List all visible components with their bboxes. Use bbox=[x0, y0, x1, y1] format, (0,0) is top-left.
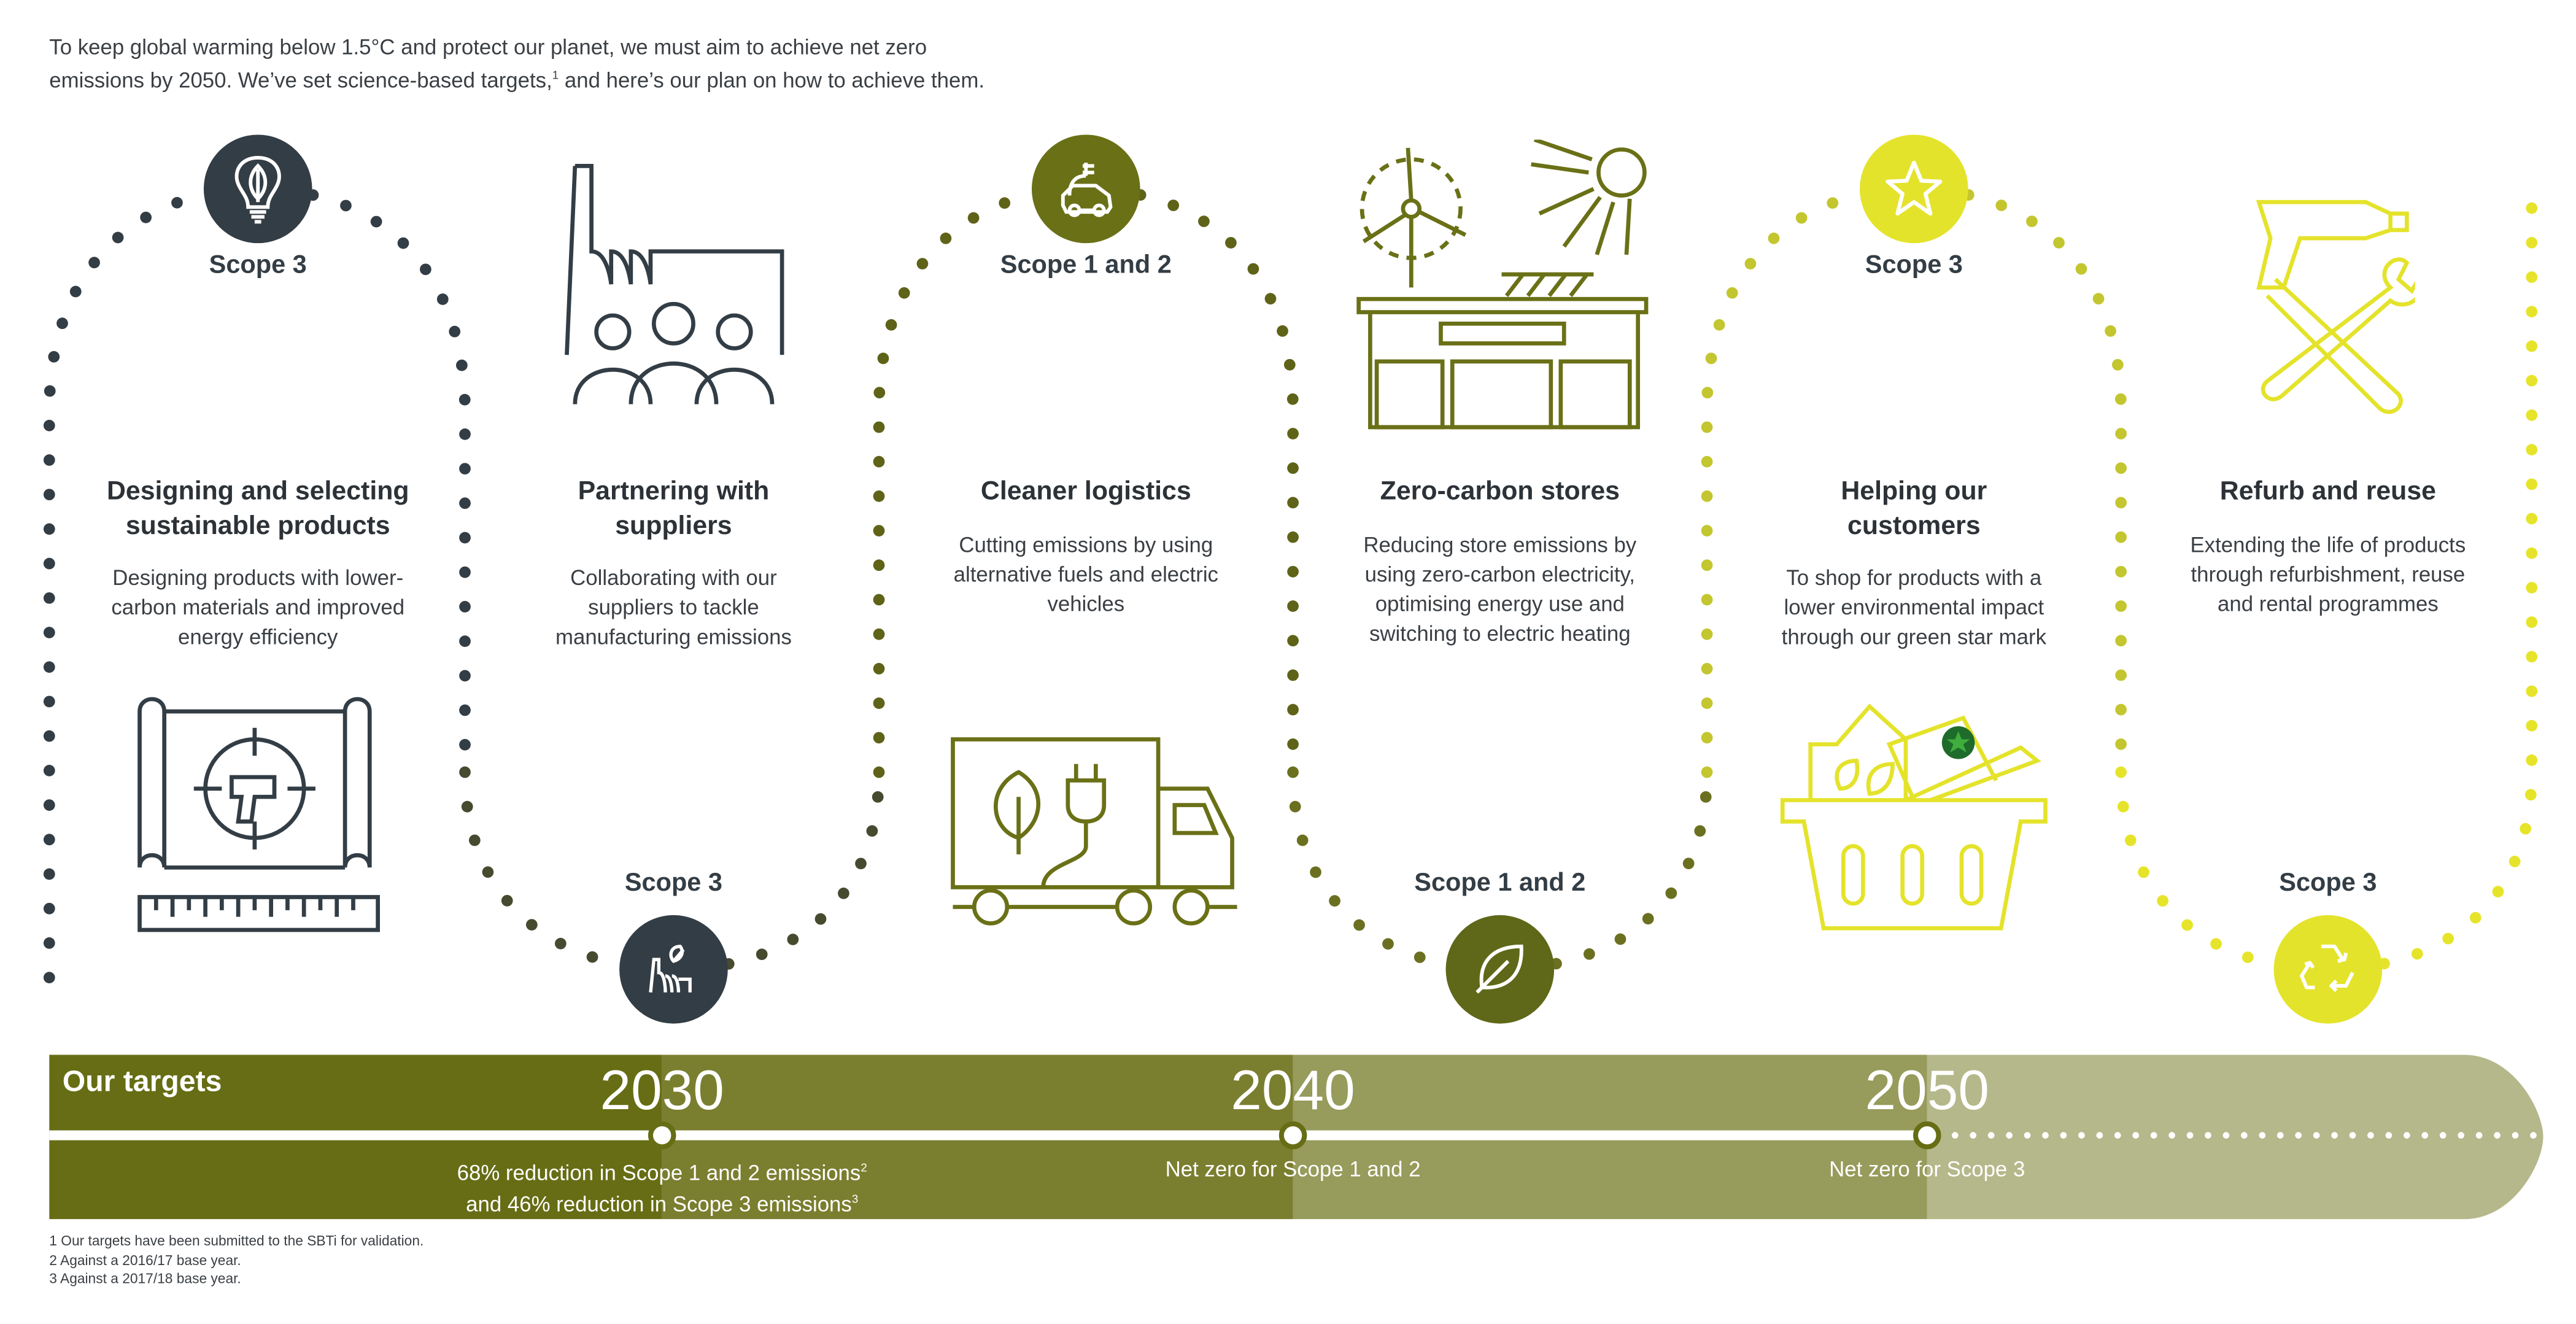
column-title-3: Cleaner logistics bbox=[980, 478, 1191, 506]
column-body-3: Cutting emissions by using alternative f… bbox=[953, 532, 1218, 616]
star-icon bbox=[1886, 160, 1943, 216]
scope-label-4: Scope 1 and 2 bbox=[1414, 869, 1586, 897]
footnote-ref-3: 3 bbox=[851, 1194, 859, 1207]
intro-text: To keep global warming below 1.5°C and p… bbox=[49, 33, 1100, 96]
milestone-marker-2040 bbox=[1278, 1121, 1307, 1150]
column-title-1: Designing and selecting sustainable prod… bbox=[106, 478, 409, 540]
footnote-3: 3 Against a 2017/18 base year. bbox=[49, 1270, 241, 1287]
leaf-icon bbox=[1476, 944, 1523, 994]
column-body-6: Extending the life of products through r… bbox=[2190, 532, 2466, 616]
column-title-5: Helping our customers bbox=[1841, 478, 1987, 540]
zero-carbon-store-illustration bbox=[1356, 139, 1649, 430]
column-body-5: To shop for products with a lower enviro… bbox=[1781, 565, 2046, 649]
year-2040: 2040 bbox=[1231, 1059, 1355, 1123]
milestone-marker-2030 bbox=[648, 1121, 676, 1150]
year-2050: 2050 bbox=[1865, 1059, 1989, 1123]
intro-line-1: To keep global warming below 1.5°C and p… bbox=[49, 34, 927, 60]
tools-illustration bbox=[2256, 199, 2415, 414]
electric-truck-illustration bbox=[951, 737, 1237, 926]
column-body-2: Collaborating with our suppliers to tack… bbox=[555, 565, 792, 649]
scope-label-3: Scope 1 and 2 bbox=[1000, 251, 1172, 280]
target-band-after-2050 bbox=[1927, 1055, 2543, 1220]
electric-car-icon bbox=[1061, 162, 1113, 217]
column-body-1: Designing products with lower-carbon mat… bbox=[111, 565, 405, 649]
green-basket-illustration bbox=[1780, 703, 2048, 931]
recycle-icon bbox=[2300, 944, 2354, 993]
column-body-4: Reducing store emissions by using zero-c… bbox=[1363, 532, 1637, 646]
milestone-marker-2050 bbox=[1913, 1121, 1941, 1150]
target-2050-text: Net zero for Scope 3 bbox=[1829, 1156, 2025, 1182]
target-2030-line-1-text: 68% reduction in Scope 1 and 2 emissions bbox=[457, 1160, 861, 1185]
timeline-line bbox=[49, 1130, 1927, 1140]
pathway-segment-5 bbox=[1701, 183, 2127, 778]
blueprint-illustration bbox=[137, 697, 380, 932]
intro-line-2: emissions by 2050. We’ve set science-bas… bbox=[49, 63, 1100, 96]
dotted-pathway bbox=[43, 175, 2538, 984]
scope-circle-3 bbox=[1031, 134, 1140, 244]
scope-circle-1 bbox=[203, 134, 312, 244]
scope-circle-4 bbox=[1445, 915, 1555, 1024]
targets-label: Our targets bbox=[62, 1064, 222, 1098]
lightbulb-leaf-icon bbox=[234, 156, 281, 224]
column-title-6: Refurb and reuse bbox=[2219, 478, 2437, 506]
target-2030-text: 68% reduction in Scope 1 and 2 emissions… bbox=[416, 1155, 908, 1218]
footnote-2: 2 Against a 2016/17 base year. bbox=[49, 1252, 241, 1269]
pathway-segment-3 bbox=[873, 183, 1299, 778]
target-2030-line-2: and 46% reduction in Scope 3 emissions3 bbox=[416, 1187, 908, 1218]
column-title-4: Zero-carbon stores bbox=[1380, 478, 1620, 506]
year-2030: 2030 bbox=[600, 1059, 724, 1123]
footnote-ref-2: 2 bbox=[861, 1163, 867, 1175]
scope-label-2: Scope 3 bbox=[624, 869, 722, 897]
target-2040-text: Net zero for Scope 1 and 2 bbox=[1165, 1156, 1421, 1182]
column-title-2: Partnering with suppliers bbox=[578, 478, 770, 540]
scope-label-6: Scope 3 bbox=[2279, 869, 2377, 897]
intro-line-2b: and here’s our plan on how to achieve th… bbox=[559, 68, 985, 93]
scope-label-1: Scope 3 bbox=[209, 251, 307, 280]
scope-circle-6 bbox=[2273, 915, 2383, 1024]
factory-suppliers-illustration bbox=[565, 164, 784, 405]
scope-circle-5 bbox=[1860, 134, 1968, 244]
footnote-ref: 1 bbox=[552, 71, 559, 82]
factory-leaf-icon bbox=[649, 945, 692, 993]
target-2030-line-1: 68% reduction in Scope 1 and 2 emissions… bbox=[416, 1155, 908, 1187]
scope-circle-2 bbox=[619, 915, 728, 1024]
targets-bar bbox=[49, 1055, 2543, 1220]
intro-line-2a: emissions by 2050. We’ve set science-bas… bbox=[49, 68, 552, 93]
pathway-segment-1 bbox=[43, 183, 471, 984]
target-2030-line-2-text: and 46% reduction in Scope 3 emissions bbox=[466, 1192, 852, 1217]
scope-label-5: Scope 3 bbox=[1865, 251, 1963, 280]
footnote-1: 1 Our targets have been submitted to the… bbox=[49, 1232, 424, 1249]
